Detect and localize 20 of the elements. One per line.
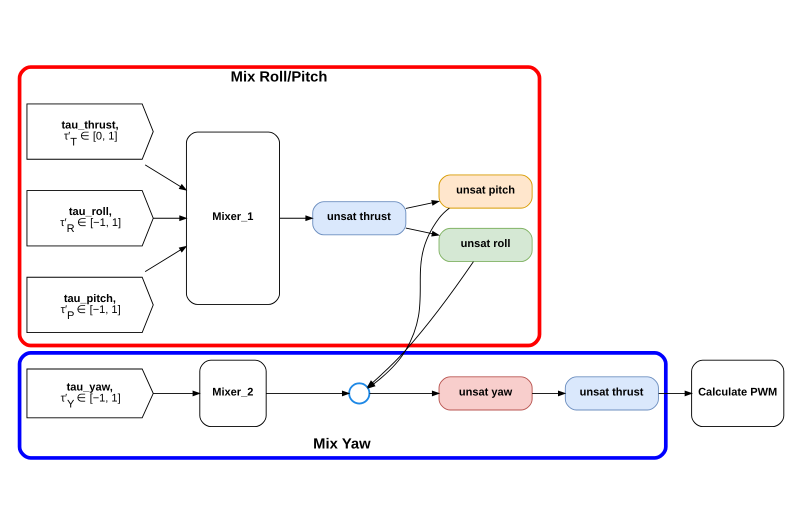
arrow xyxy=(532,390,566,396)
node-box: unsat roll xyxy=(438,227,533,262)
arrow xyxy=(279,214,314,221)
arrow xyxy=(405,227,440,236)
arrow xyxy=(144,245,188,272)
node-box: unsat thrust xyxy=(312,200,406,235)
arrow xyxy=(152,214,188,221)
arrow xyxy=(266,390,350,396)
node-box: unsat thrust xyxy=(564,376,659,410)
node-box: Calculate PWM xyxy=(691,359,784,427)
node-box: Mixer_2 xyxy=(199,359,267,427)
node-circle xyxy=(348,382,370,404)
node-box: Mixer_1 xyxy=(186,131,280,304)
arrow xyxy=(144,164,188,190)
arrow xyxy=(658,390,693,396)
arrow xyxy=(405,200,440,208)
node-box: unsat yaw xyxy=(438,376,533,410)
node-box: unsat pitch xyxy=(438,174,533,208)
arrow xyxy=(369,390,440,396)
arrow xyxy=(152,390,201,396)
